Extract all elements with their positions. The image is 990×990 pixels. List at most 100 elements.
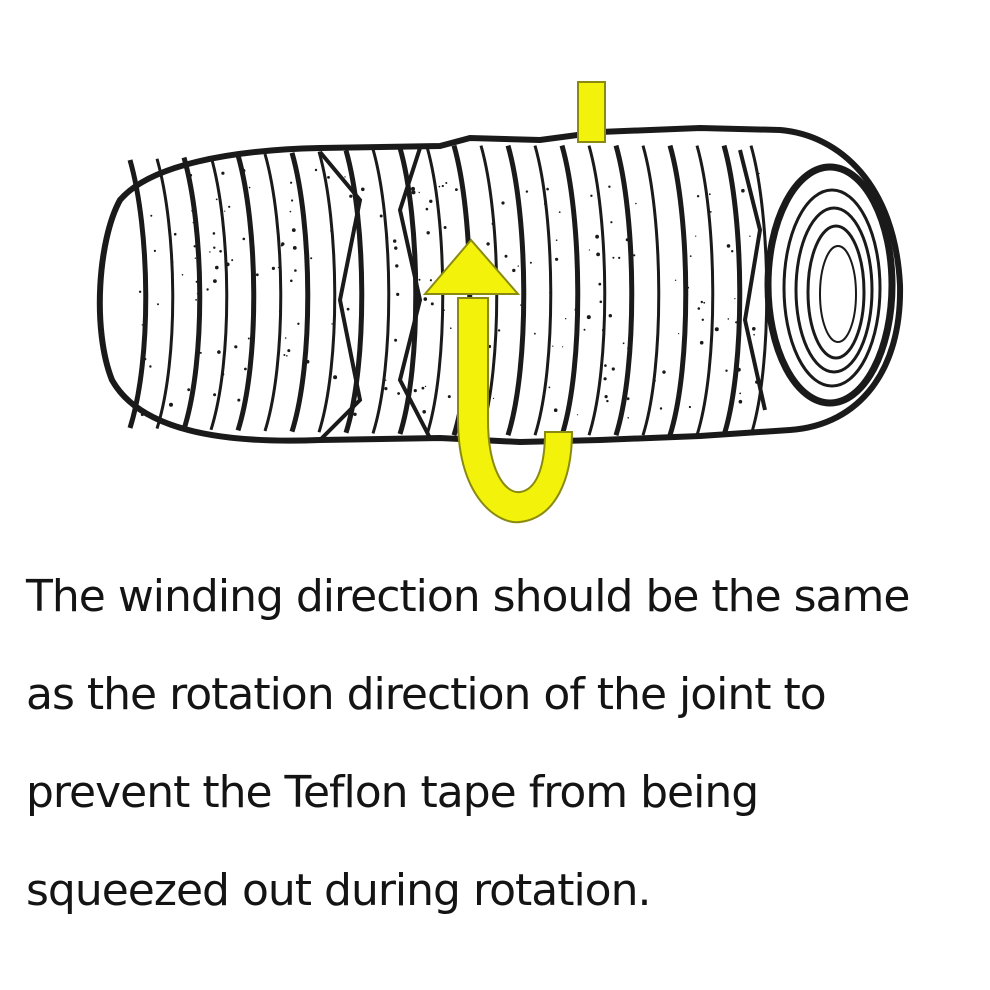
sketch-speck — [739, 393, 741, 395]
sketch-speck — [590, 195, 592, 197]
sketch-speck — [380, 215, 383, 218]
sketch-speck — [520, 304, 521, 305]
sketch-speck — [444, 226, 447, 229]
sketch-speck — [493, 398, 494, 399]
sketch-speck — [596, 253, 600, 257]
sketch-speck — [526, 190, 528, 192]
sketch-speck — [139, 291, 141, 293]
sketch-speck — [715, 327, 719, 331]
sketch-speck — [709, 193, 711, 195]
sketch-speck — [739, 400, 743, 404]
sketch-speck — [518, 265, 519, 266]
sketch-speck — [600, 301, 603, 304]
sketch-speck — [424, 297, 428, 301]
sketch-speck — [595, 235, 599, 239]
sketch-speck — [297, 323, 299, 325]
sketch-speck — [737, 368, 741, 372]
sketch-speck — [154, 250, 156, 252]
sketch-speck — [552, 346, 553, 347]
sketch-speck — [741, 189, 745, 193]
sketch-speck — [149, 365, 151, 367]
sketch-speck — [182, 274, 184, 276]
sketch-speck — [281, 244, 283, 246]
sketch-speck — [393, 239, 396, 242]
sketch-speck — [427, 231, 430, 234]
sketch-speck — [195, 299, 197, 301]
sketch-speck — [439, 186, 441, 188]
sketch-speck — [556, 239, 558, 241]
sketch-speck — [431, 302, 434, 305]
sketch-speck — [546, 188, 549, 191]
sketch-speck — [248, 338, 250, 340]
sketch-speck — [697, 195, 699, 197]
caption-line-4: squeezed out during rotation. — [26, 842, 976, 940]
sketch-speck — [574, 361, 575, 362]
sketch-speck — [189, 174, 192, 177]
sketch-speck — [735, 321, 737, 323]
sketch-speck — [195, 258, 196, 259]
sketch-speck — [283, 354, 285, 356]
sketch-speck — [290, 182, 292, 184]
sketch-speck — [213, 279, 217, 283]
tape-strip — [578, 82, 605, 142]
sketch-speck — [759, 173, 760, 174]
sketch-speck — [293, 246, 297, 250]
sketch-speck — [678, 333, 679, 334]
sketch-speck — [237, 399, 240, 402]
sketch-speck — [361, 188, 365, 192]
sketch-speck — [429, 200, 432, 203]
sketch-speck — [217, 350, 221, 354]
sketch-speck — [306, 360, 310, 364]
sketch-speck — [206, 288, 208, 290]
sketch-speck — [445, 182, 447, 184]
sketch-speck — [187, 388, 190, 391]
sketch-speck — [604, 377, 607, 380]
sketch-speck — [501, 201, 504, 204]
sketch-speck — [191, 186, 193, 188]
sketch-speck — [662, 370, 665, 373]
sketch-speck — [353, 413, 356, 416]
sketch-speck — [623, 342, 625, 344]
sketch-speck — [609, 314, 612, 317]
sketch-speck — [327, 176, 330, 179]
sketch-speck — [224, 211, 225, 212]
sketch-speck — [360, 269, 363, 272]
sketch-speck — [587, 315, 591, 319]
sketch-speck — [530, 262, 532, 264]
sketch-speck — [425, 386, 426, 387]
sketch-speck — [701, 301, 703, 303]
caption-line-2: as the rotation direction of the joint t… — [26, 646, 976, 744]
sketch-speck — [498, 329, 500, 331]
sketch-speck — [344, 176, 345, 177]
sketch-speck — [702, 319, 704, 321]
sketch-speck — [194, 245, 196, 247]
sketch-speck — [242, 169, 246, 173]
sketch-speck — [602, 329, 605, 332]
sketch-speck — [215, 266, 219, 270]
sketch-speck — [605, 395, 608, 398]
sketch-speck — [198, 352, 200, 354]
sketch-speck — [200, 352, 202, 354]
sketch-speck — [143, 259, 146, 262]
sketch-speck — [285, 337, 287, 339]
sketch-speck — [612, 367, 615, 370]
sketch-speck — [577, 414, 578, 415]
sketch-speck — [385, 380, 386, 381]
sketch-speck — [604, 364, 607, 367]
sketch-speck — [610, 221, 612, 223]
sketch-speck — [234, 345, 237, 348]
sketch-speck — [243, 238, 246, 241]
sketch-speck — [606, 400, 608, 402]
sketch-speck — [287, 349, 290, 352]
sketch-speck — [660, 407, 662, 409]
sketch-speck — [675, 280, 676, 281]
sketch-speck — [385, 236, 388, 239]
sketch-speck — [555, 258, 558, 261]
sketch-speck — [291, 199, 293, 201]
sketch-speck — [627, 347, 631, 351]
sketch-speck — [256, 273, 259, 276]
sketch-speck — [690, 255, 692, 257]
sketch-speck — [394, 339, 397, 342]
sketch-speck — [419, 192, 420, 193]
sketch-speck — [347, 308, 350, 311]
